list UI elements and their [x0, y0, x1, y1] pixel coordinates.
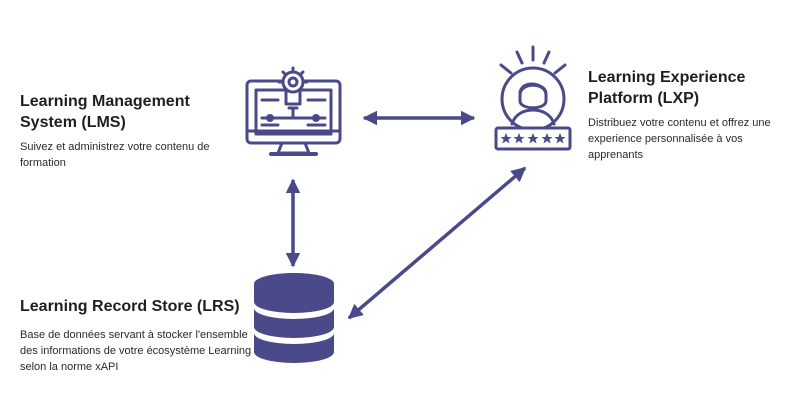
lxp-title: Learning Experience Platform (LXP)	[588, 69, 746, 107]
lms-node: Learning Management System (LMS) Suivez …	[20, 91, 240, 171]
lms-description: Suivez et administrez votre contenu de f…	[20, 141, 210, 169]
lrs-title: Learning Record Store (LRS)	[20, 298, 240, 315]
lrs-node: Learning Record Store (LRS) Base de donn…	[20, 296, 260, 375]
lxp-node: Learning Experience Platform (LXP) Distr…	[588, 67, 798, 163]
lxp-description: Distribuez votre contenu et offrez une e…	[588, 117, 771, 161]
lms-title: Learning Management System (LMS)	[20, 93, 190, 131]
connector-lrs-lxp	[347, 166, 527, 320]
lrs-description: Base de données servant à stocker l'ense…	[20, 329, 252, 373]
monitor-gear-icon	[245, 66, 342, 156]
database-icon	[254, 273, 334, 363]
rating-stars	[500, 133, 566, 144]
